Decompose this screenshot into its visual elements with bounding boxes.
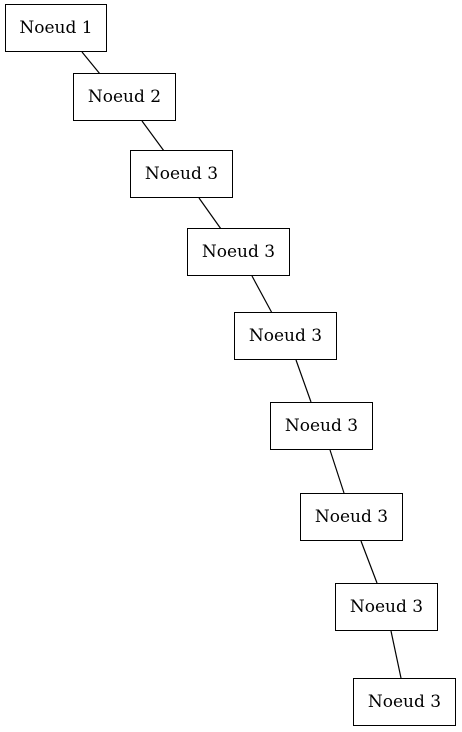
edge-7-8 [360,540,378,584]
edge-6-7 [329,449,345,494]
edge-2-3 [141,120,165,152]
edge-5-6 [295,359,312,403]
node-8: Noeud 3 [335,583,438,631]
node-2: Noeud 2 [73,73,176,121]
node-3: Noeud 3 [130,150,233,198]
edge-1-2 [81,51,101,75]
node-1: Noeud 1 [5,4,107,52]
node-6: Noeud 3 [270,402,373,450]
edge-4-5 [251,275,273,314]
edge-3-4 [198,197,222,230]
node-5: Noeud 3 [234,312,337,360]
node-4: Noeud 3 [187,228,290,276]
node-9: Noeud 3 [353,678,456,726]
node-7: Noeud 3 [300,493,403,541]
edge-8-9 [390,630,402,679]
